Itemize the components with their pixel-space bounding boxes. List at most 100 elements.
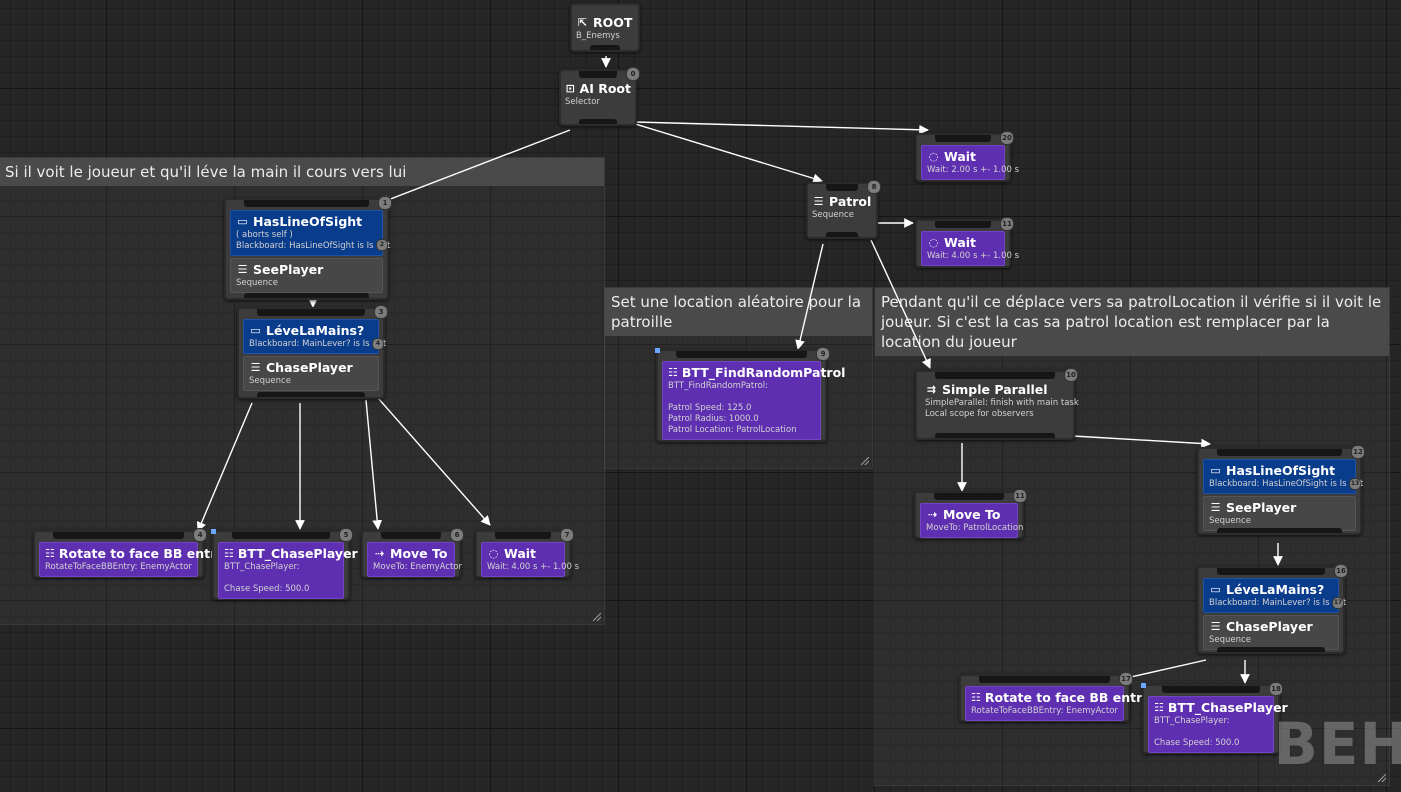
task-subtitle: BTT_ChasePlayer:: [1154, 716, 1230, 726]
decorator-condition: Blackboard: HasLineOfSight is Is Set: [1209, 479, 1364, 489]
parallel-finish-mode: SimpleParallel: finish with main task: [925, 398, 1079, 408]
has-line-of-sight-decorator[interactable]: 2 ▭HasLineOfSight ( aborts self ) Blackb…: [230, 210, 391, 256]
wait-task-node-top[interactable]: 20 ◌Wait Wait: 2.00 s +- 1.00 s: [915, 131, 1020, 182]
task-subtitle: RotateToFaceBBEntry: EnemyActor: [45, 562, 192, 572]
task-title: Wait: [504, 546, 537, 561]
node-index-badge: 10: [1064, 368, 1078, 382]
node-index-badge: 18: [1269, 682, 1283, 696]
comment-resize-handle[interactable]: [1378, 774, 1386, 782]
decorator-condition: Blackboard: MainLever? is Is Set: [249, 339, 387, 349]
rotate-task-node-left[interactable]: 4 ☷Rotate to face BB entry RotateToFaceB…: [33, 528, 224, 578]
decorator-index-badge: 13: [1349, 478, 1361, 490]
leve-la-mains-decorator[interactable]: 4 ▭LéveLaMains? Blackboard: MainLever? i…: [243, 319, 387, 354]
composite-title: ChasePlayer: [1226, 619, 1313, 634]
comment-resize-handle[interactable]: [861, 457, 869, 465]
task-title-row: ☷Rotate to face BB entry: [45, 546, 224, 562]
comment-patrol[interactable]: Set une location aléatoire pour la patro…: [604, 287, 873, 469]
task-icon: ☷: [45, 547, 55, 560]
btt-chase-player-node-left[interactable]: 5 ☷BTT_ChasePlayer BTT_ChasePlayer: Chas…: [211, 528, 358, 600]
blackboard-icon: ▭: [250, 324, 261, 337]
root-node[interactable]: ⇱ ROOT B_Enemys: [570, 3, 640, 52]
composite-title: ChasePlayer: [266, 360, 353, 375]
task-title: BTT_ChasePlayer: [1167, 700, 1288, 715]
sequence-icon: ☰: [813, 195, 824, 208]
root-subtitle: B_Enemys: [576, 31, 620, 41]
patrol-title: Patrol: [829, 194, 872, 209]
node-index-badge: 16: [1334, 564, 1348, 578]
decorator-title: LéveLaMains?: [266, 323, 365, 338]
task-subtitle: BTT_ChasePlayer:: [224, 562, 300, 572]
composite-title: SeePlayer: [1226, 500, 1297, 515]
task-body: ☷BTT_ChasePlayer BTT_ChasePlayer: Chase …: [218, 542, 358, 599]
move-to-patrol-node[interactable]: 11 ⇢Move To MoveTo: PatrolLocation: [914, 489, 1027, 539]
chase-player-node-right[interactable]: 16 17 ▭LéveLaMains? Blackboard: MainLeve…: [1197, 564, 1348, 654]
wait-task-node-patrol[interactable]: 11 ◌Wait Wait: 4.00 s +- 1.00 s: [915, 217, 1019, 268]
blackboard-icon: ▭: [237, 215, 248, 228]
breakpoint-marker: [211, 529, 216, 534]
task-title-row: ☷BTT_FindRandomPatrol: [668, 365, 845, 381]
decorator-title: LéveLaMains?: [1226, 582, 1325, 597]
parallel-title: Simple Parallel: [942, 382, 1048, 397]
task-title: BTT_FindRandomPatrol: [681, 365, 846, 380]
root-title-row: ⇱ ROOT: [576, 15, 634, 31]
parallel-title-row: ⇉ Simple Parallel: [921, 382, 1069, 398]
comment-patrol-title: Set une location aléatoire pour la patro…: [605, 288, 872, 336]
parallel-scope: Local scope for observers: [925, 409, 1034, 419]
decorator-index-badge: 17: [1332, 597, 1344, 609]
parallel-icon: ⇉: [926, 383, 937, 396]
composite-title-row: ☰SeePlayer: [236, 262, 377, 278]
patrol-sequence-node[interactable]: 8 ☰ Patrol Sequence: [806, 180, 881, 239]
comment-resize-handle[interactable]: [593, 613, 601, 621]
selector-icon: ⊡: [565, 82, 575, 95]
task-body: ☷Rotate to face BB entry RotateToFaceBBE…: [39, 542, 224, 577]
has-line-of-sight-decorator[interactable]: 13 ▭HasLineOfSight Blackboard: HasLineOf…: [1203, 459, 1364, 494]
task-body: ⇢Move To MoveTo: EnemyActor: [367, 542, 462, 577]
behavior-tree-watermark: BEH: [1273, 710, 1401, 778]
decorator-condition: Blackboard: HasLineOfSight is Is Set: [236, 241, 391, 251]
node-index-badge: 4: [193, 528, 207, 542]
node-index-badge: 9: [816, 347, 830, 361]
node-index-badge: 11: [1000, 217, 1014, 231]
node-index-badge: 8: [867, 180, 881, 194]
task-title: Rotate to face BB entry: [984, 690, 1151, 705]
wait-subtitle: Wait: 2.00 s +- 1.00 s: [927, 165, 1020, 175]
ai-root-node[interactable]: 0 ⊡ AI Root Selector: [559, 67, 640, 126]
wait-task-body: ◌Wait Wait: 2.00 s +- 1.00 s: [921, 145, 1020, 180]
chase-player-node-left[interactable]: 3 4 ▭LéveLaMains? Blackboard: MainLever?…: [237, 305, 388, 399]
task-title-row: ☷BTT_ChasePlayer: [224, 546, 358, 562]
task-subtitle: RotateToFaceBBEntry: EnemyActor: [971, 706, 1118, 716]
node-index-badge: 11: [1013, 489, 1027, 503]
leve-la-mains-decorator[interactable]: 17 ▭LéveLaMains? Blackboard: MainLever? …: [1203, 578, 1346, 613]
wait-icon: ◌: [928, 236, 939, 249]
see-player-node-left[interactable]: 1 2 ▭HasLineOfSight ( aborts self ) Blac…: [224, 196, 392, 300]
task-body: ☷BTT_FindRandomPatrol BTT_FindRandomPatr…: [662, 361, 845, 440]
wait-task-node-left[interactable]: 7 ◌Wait Wait: 4.00 s +- 1.00 s: [475, 528, 579, 578]
composite-subtitle: Sequence: [1209, 516, 1251, 526]
root-icon: ⇱: [577, 16, 588, 29]
task-title-row: ☷BTT_ChasePlayer: [1154, 700, 1288, 716]
breakpoint-marker: [1141, 683, 1146, 688]
move-to-task-node-left[interactable]: 6 ⇢Move To MoveTo: EnemyActor: [361, 528, 464, 578]
btt-chase-player-node-right[interactable]: 18 ☷BTT_ChasePlayer BTT_ChasePlayer: Cha…: [1141, 682, 1288, 754]
task-title-row: ◌Wait: [487, 546, 559, 562]
task-title-row: ⇢Move To: [926, 507, 1012, 523]
see-player-node-right[interactable]: 12 13 ▭HasLineOfSight Blackboard: HasLin…: [1197, 445, 1365, 535]
task-icon: ☷: [1154, 701, 1164, 714]
chase-player-composite: ☰ChasePlayer Sequence: [1203, 615, 1339, 650]
move-to-icon: ⇢: [927, 508, 938, 521]
sequence-icon: ☰: [1210, 501, 1221, 514]
node-index-badge: 0: [626, 67, 640, 81]
task-detail: Chase Speed: 500.0: [224, 584, 310, 594]
wait-icon: ◌: [928, 150, 939, 163]
simple-parallel-node[interactable]: 10 ⇉ Simple Parallel SimpleParallel: fin…: [915, 368, 1079, 440]
wait-task-body: ◌Wait Wait: 4.00 s +- 1.00 s: [921, 231, 1019, 266]
composite-title-row: ☰ SeePlayer: [1209, 500, 1350, 516]
task-title: Move To: [390, 546, 448, 561]
task-icon: ☷: [668, 366, 678, 379]
rotate-task-node-right[interactable]: 17 ☷Rotate to face BB entry RotateToFace…: [959, 672, 1150, 722]
comment-chase-title: Si il voit le joueur et qu'il léve la ma…: [0, 158, 604, 186]
composite-subtitle: Sequence: [1209, 635, 1251, 645]
task-title: BTT_ChasePlayer: [237, 546, 358, 561]
find-random-patrol-node[interactable]: 9 ☷BTT_FindRandomPatrol BTT_FindRandomPa…: [655, 347, 845, 442]
see-player-composite: ☰ SeePlayer Sequence: [1203, 496, 1356, 531]
